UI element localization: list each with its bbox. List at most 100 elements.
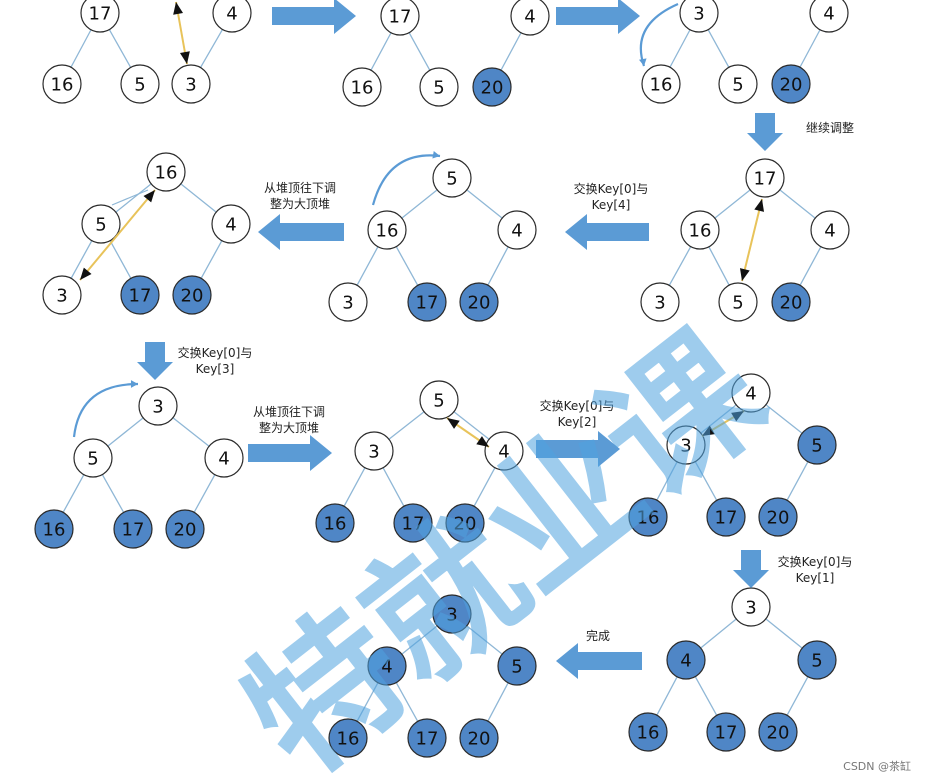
step-arrow-down-1 [747,113,783,151]
t11-node-label: 20 [468,729,491,750]
t6-node-label: 20 [181,286,204,307]
t5-edge [466,189,503,219]
step-arrow-6 [536,431,620,467]
sift-line-1-head [173,2,184,15]
t9-node-label: 4 [745,384,756,405]
t8-edge [388,411,425,440]
t11-node-16 [328,718,368,758]
t1-node-label: 4 [226,4,237,25]
label-swap-key4: Key[4] [592,198,631,212]
t6-node-17 [120,275,160,315]
t3-node-label: 4 [823,4,834,25]
t3-node-3 [679,0,719,33]
t4-node-20 [771,282,811,322]
t7-edge [107,417,144,447]
t2-node-label: 4 [524,7,535,28]
swap-curve-3-head [130,380,138,388]
t3-node-16 [641,64,681,104]
sift-line-5-head [702,425,715,436]
t1-edge [108,29,132,68]
label-swap-key3: 交换Key[0]与 [178,345,253,360]
sift-line-2-head [754,199,765,212]
t5-node-label: 16 [376,221,399,242]
t1-node-label: 16 [51,75,74,96]
t9-node-label: 17 [715,508,738,529]
t6-edge [115,183,152,213]
t4-node-17 [745,158,785,198]
t6-node-label: 16 [155,163,178,184]
t9-node-4 [731,373,771,413]
t7-node-3 [138,386,178,426]
t2-node-4 [510,0,550,36]
t3-node-4 [809,0,849,33]
t11-node-label: 17 [416,729,439,750]
t1-edge [199,29,224,68]
t4-node-5 [718,282,758,322]
t9-node-16 [628,497,668,537]
sift-line-4-head [447,418,460,429]
t5-node-4 [497,210,537,250]
t11-node-3 [432,594,472,634]
t11-node-4 [367,646,407,686]
t1-node-label: 3 [185,75,196,96]
t2-node-label: 5 [433,78,444,99]
t11-node-label: 16 [337,729,360,750]
t8-node-label: 17 [402,514,425,535]
t11-node-label: 3 [446,605,457,626]
t9-node-3 [666,425,706,465]
t5-edge [356,246,379,286]
t10-edge [656,676,678,716]
step-arrow-7 [556,643,642,679]
t5-node-16 [367,210,407,250]
label-sift-down-1: 整为大顶堆 [270,196,330,211]
t10-edge [700,618,737,649]
t10-node-label: 17 [715,723,738,744]
t3-node-5 [718,64,758,104]
sift-line-2-head [739,268,750,281]
t7-node-16 [34,509,74,549]
t4-node-3 [640,282,680,322]
t7-node-label: 4 [218,449,229,470]
t9-node-5 [797,425,837,465]
t10-node-16 [628,712,668,752]
t10-edge [786,676,809,716]
sift-line-3 [79,189,156,281]
t4-edge [779,189,816,219]
t6-node-4 [211,204,251,244]
t8-edge [473,467,496,507]
swap-curve-3 [72,382,139,438]
sift-line-2 [741,198,763,282]
label-sift-down-2: 从堆顶往下调 [253,404,325,419]
t9-edge [700,404,737,434]
t5-node-20 [459,282,499,322]
sift-line-1-head [179,51,190,64]
t3-node-label: 20 [780,75,803,96]
t8-node-3 [354,431,394,471]
t1-node-label: 5 [134,75,145,96]
t2-edge [500,32,522,71]
label-swap-key2: Key[2] [558,415,597,429]
t6-node-20 [172,275,212,315]
t10-node-17 [706,712,746,752]
t4-node-label: 17 [754,169,777,190]
label-sift-down-1: 从堆顶往下调 [264,180,336,195]
t6-node-16 [146,152,186,192]
t1-node-5 [120,64,160,104]
sift-line-4-head [476,436,489,447]
t6-node-label: 17 [129,286,152,307]
t7-node-label: 16 [43,520,66,541]
t9-edge [765,404,803,434]
t7-node-5 [73,438,113,478]
t6-node-5 [81,204,121,244]
t7-edge [101,474,125,513]
t7-node-17 [113,509,153,549]
label-done: 完成 [586,628,610,643]
t8-node-17 [393,503,433,543]
t11-edge [401,625,438,655]
t10-node-5 [797,640,837,680]
t10-node-label: 16 [637,723,660,744]
step-arrow-1 [272,0,356,34]
label-continue: 继续调整 [806,120,854,135]
t1-node-3 [171,64,211,104]
